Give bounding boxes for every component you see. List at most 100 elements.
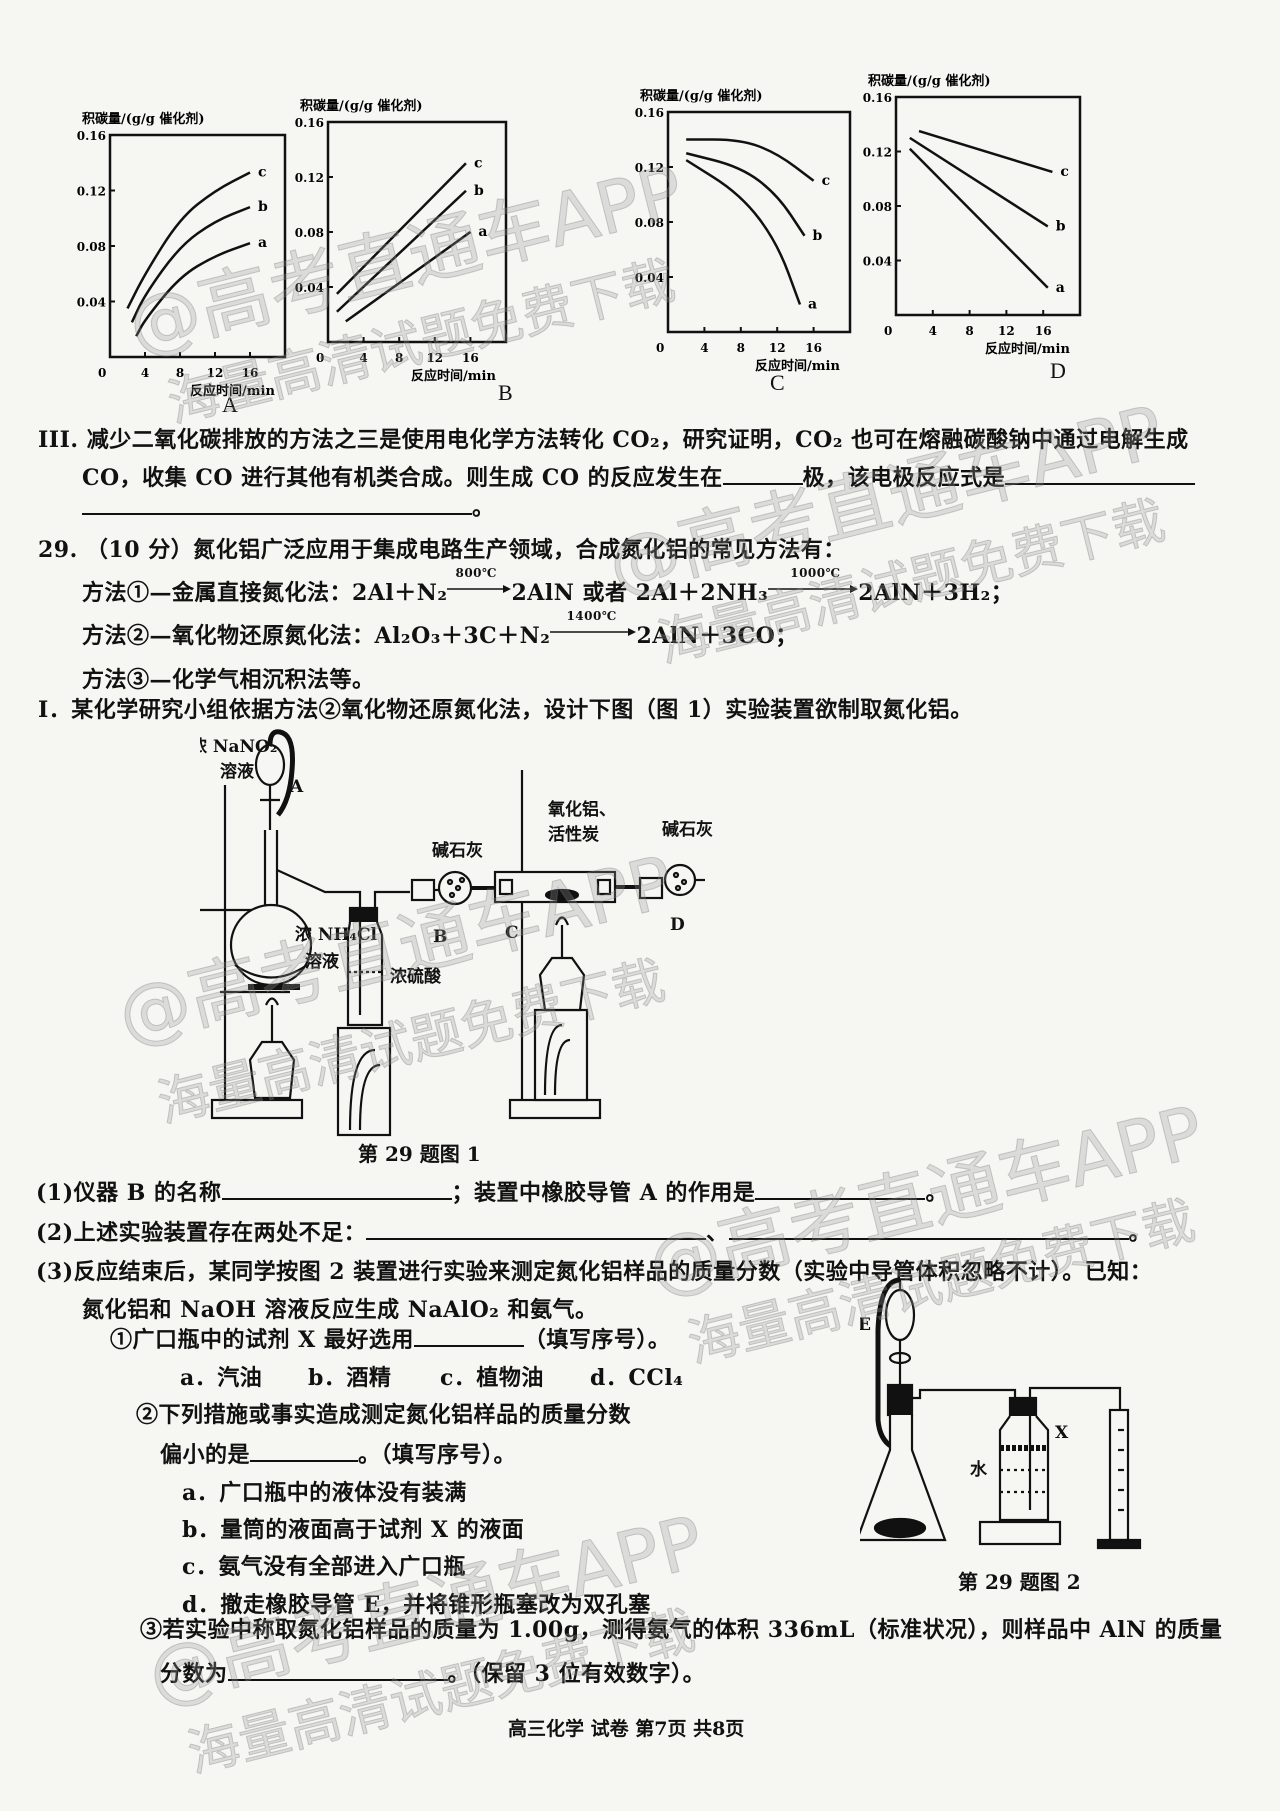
series-line-c: [686, 138, 815, 182]
x-tick-label: 8: [176, 366, 184, 380]
equation-blank-part1[interactable]: [1005, 463, 1196, 485]
period: 。: [925, 1180, 948, 1206]
q29-intro: 29. （10 分）氮化铝广泛应用于集成电路生产领域，合成氮化铝的常见方法有：: [38, 537, 846, 563]
label-soda-lime-2: 碱石灰: [662, 819, 713, 840]
y-tick-label: 0.08: [77, 240, 106, 254]
series-label-c: c: [1060, 164, 1069, 180]
method-2-text-a: 方法②—氧化物还原氮化法：Al₂O₃＋3C＋N₂: [82, 623, 551, 649]
x-tick-label: 16: [462, 351, 479, 365]
separatory-funnel: [884, 1280, 916, 1385]
s2-option-a: a．广口瓶中的液体没有装满: [182, 1480, 467, 1506]
x-tick-label: 16: [242, 366, 259, 380]
method-2-text-b: 2AlN＋3CO；: [636, 623, 798, 649]
reaction-condition: 1400℃: [566, 609, 617, 623]
series-label-c: c: [258, 164, 267, 180]
y-tick-label: 0.04: [77, 296, 106, 310]
series-label-a: a: [258, 235, 267, 251]
label-d: D: [670, 915, 685, 935]
y-tick-label: 0.16: [77, 129, 106, 143]
rubber-tube-e: [875, 1277, 901, 1453]
series-line-a: [345, 230, 472, 323]
part-1-intro: I．某化学研究小组依据方法②氧化物还原氮化法，设计下图（图 1）实验装置欲制取氮…: [38, 697, 973, 723]
q2-text: (2)上述实验装置存在两处不足：: [36, 1220, 367, 1246]
question-3-known: 氮化铝和 NaOH 溶液反应生成 NaAlO₂ 和氨气。: [82, 1297, 598, 1323]
x-axis-label: 反应时间/min: [411, 368, 496, 384]
wooden-block: [978, 1520, 1062, 1546]
label-nano2: 浓 NaNO₂: [200, 737, 277, 757]
series-line-a: [908, 147, 1049, 289]
drying-tube-d: [615, 863, 705, 900]
separatory-funnel: [254, 743, 286, 830]
mass-fraction-blank[interactable]: [227, 1659, 448, 1681]
y-axis-label: 积碳量/(g/g 催化剂): [300, 98, 423, 114]
plot-frame: [894, 95, 1082, 317]
x-tick-label: 8: [965, 324, 973, 338]
conical-flask: [860, 1383, 947, 1542]
option-a: a．汽油: [180, 1365, 263, 1391]
x-tick-label: 8: [737, 341, 745, 355]
part3-text-b: 极，该电极反应式是: [802, 465, 1006, 491]
series-line-a: [135, 242, 251, 337]
figure-2-apparatus: E X 水: [860, 1277, 1142, 1550]
chart-caption-b: B: [498, 380, 513, 405]
y-tick-label: 0.16: [863, 91, 892, 105]
method-1-text-a: 方法①—金属直接氮化法：2Al＋N₂: [82, 580, 448, 606]
tube-a-purpose-blank[interactable]: [755, 1178, 926, 1200]
equation-blank-part2[interactable]: [82, 493, 472, 515]
electrode-blank[interactable]: [722, 463, 803, 485]
method-2: 方法②—氧化物还原氮化法：Al₂O₃＋3C＋N₂ 1400℃ 2AlN＋3CO；: [82, 609, 798, 650]
x-tick-label: 4: [141, 366, 149, 380]
delivery-tube: [912, 1388, 1017, 1400]
alcohol-lamp-left: [248, 997, 296, 1100]
label-sulfuric-acid: 浓硫酸: [390, 966, 442, 987]
series-line-c: [126, 171, 251, 310]
reagent-x-blank[interactable]: [413, 1325, 524, 1347]
deficiency-1-blank[interactable]: [366, 1218, 707, 1240]
gas-washing-bottle: [346, 906, 384, 1027]
graduated-cylinder: [1096, 1408, 1142, 1550]
series-line-b: [909, 136, 1049, 228]
s2-option-b: b．量筒的液面高于试剂 X 的液面: [182, 1517, 525, 1543]
subquestion-3-line2: 分数为。（保留 3 位有效数字）。: [160, 1656, 705, 1688]
s2-option-d: d．撤走橡胶导管 E，并将锥形瓶塞改为双孔塞: [182, 1592, 651, 1618]
y-tick-label: 0.04: [863, 255, 892, 269]
series-label-a: a: [478, 224, 487, 240]
series-line-c: [918, 129, 1053, 174]
x-tick-label: 16: [805, 341, 822, 355]
deficiency-2-blank[interactable]: [728, 1218, 1129, 1240]
series-label-c: c: [822, 173, 831, 189]
x-tick-label: 8: [395, 351, 403, 365]
label-nh4cl-solution: 溶液: [305, 951, 339, 972]
figure-1-caption: 第 29 题图 1: [358, 1142, 481, 1166]
label-soda-lime-1: 碱石灰: [432, 840, 483, 861]
question-2: (2)上述实验装置存在两处不足：、。: [36, 1215, 1151, 1247]
figure-1-apparatus: 浓 NaNO₂ 溶液 A 浓 NH₄Cl 溶液 浓硫酸 碱石灰 B C 氧化铝、…: [200, 729, 713, 1137]
x-tick-label: 12: [426, 351, 443, 365]
wood-grain: [543, 1023, 571, 1096]
x-tick-label: 0: [316, 351, 324, 365]
method-1-text-b: 2AlN 或者 2Al＋2NH₃: [511, 580, 769, 606]
x-axis-label: 反应时间/min: [755, 358, 840, 374]
x-tick-label: 4: [929, 324, 937, 338]
y-tick-label: 0.08: [295, 226, 324, 240]
iron-stand-left: [200, 785, 304, 1120]
delivery-tube: [276, 869, 362, 920]
y-tick-label: 0.04: [635, 271, 664, 285]
x-tick-label: 12: [207, 366, 224, 380]
series-label-b: b: [258, 199, 268, 215]
wide-mouth-bottle: [998, 1396, 1050, 1522]
instrument-b-name-blank[interactable]: [221, 1178, 452, 1200]
y-axis-label: 积碳量/(g/g 催化剂): [82, 111, 205, 127]
series-line-b: [685, 152, 806, 237]
label-c: C: [505, 923, 519, 943]
plot-frame: [666, 110, 852, 334]
y-tick-label: 0.12: [295, 171, 324, 185]
smaller-result-blank[interactable]: [250, 1440, 359, 1462]
y-axis-label: 积碳量/(g/g 催化剂): [868, 73, 991, 89]
series-label-a: a: [808, 297, 817, 313]
series-line-a: [685, 159, 802, 305]
